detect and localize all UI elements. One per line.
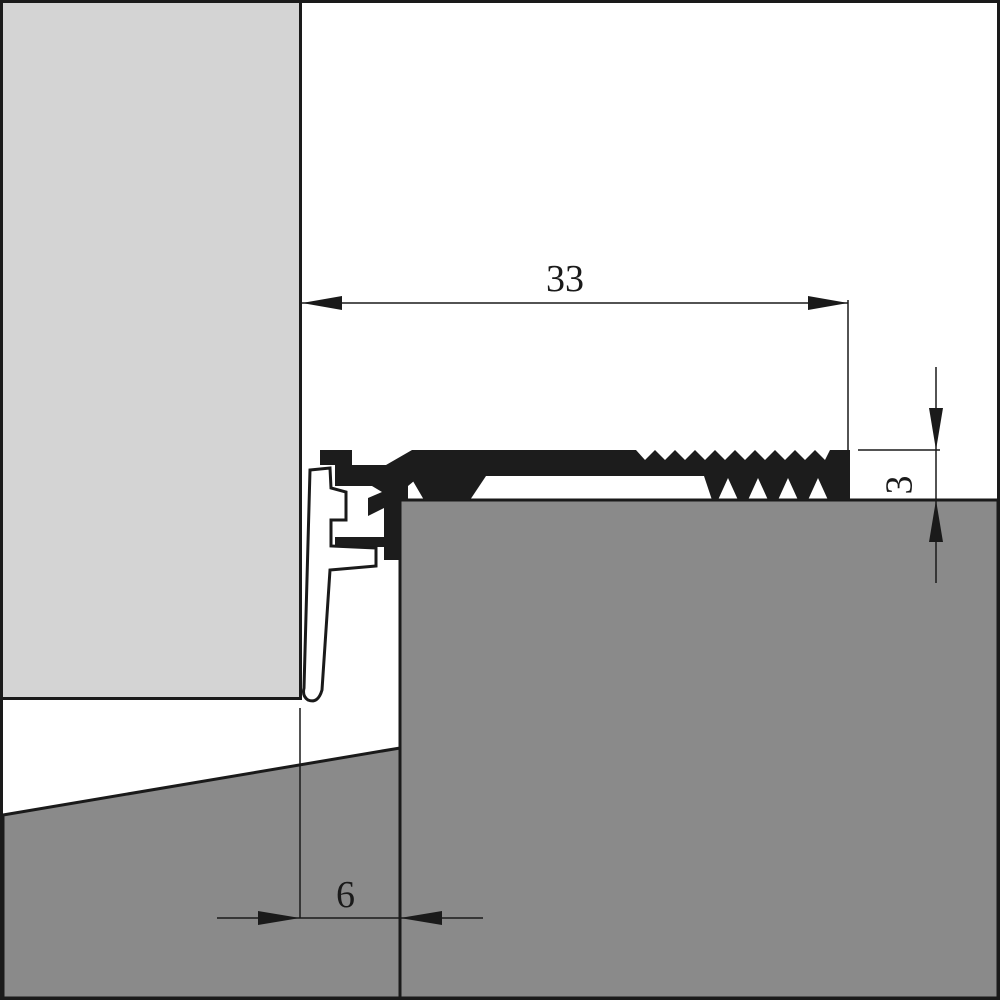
dimension-label-33: 33 xyxy=(546,258,584,300)
threshold-profile xyxy=(320,450,850,560)
dimension-label-3: 3 xyxy=(878,475,921,495)
dimension-3 xyxy=(858,367,943,583)
raised-floor xyxy=(398,498,1000,1000)
dimension-label-6: 6 xyxy=(336,874,355,916)
dimension-6 xyxy=(217,708,483,925)
dimension-33 xyxy=(302,296,849,450)
door-leaf xyxy=(0,0,302,700)
rubber-seal xyxy=(302,466,378,703)
